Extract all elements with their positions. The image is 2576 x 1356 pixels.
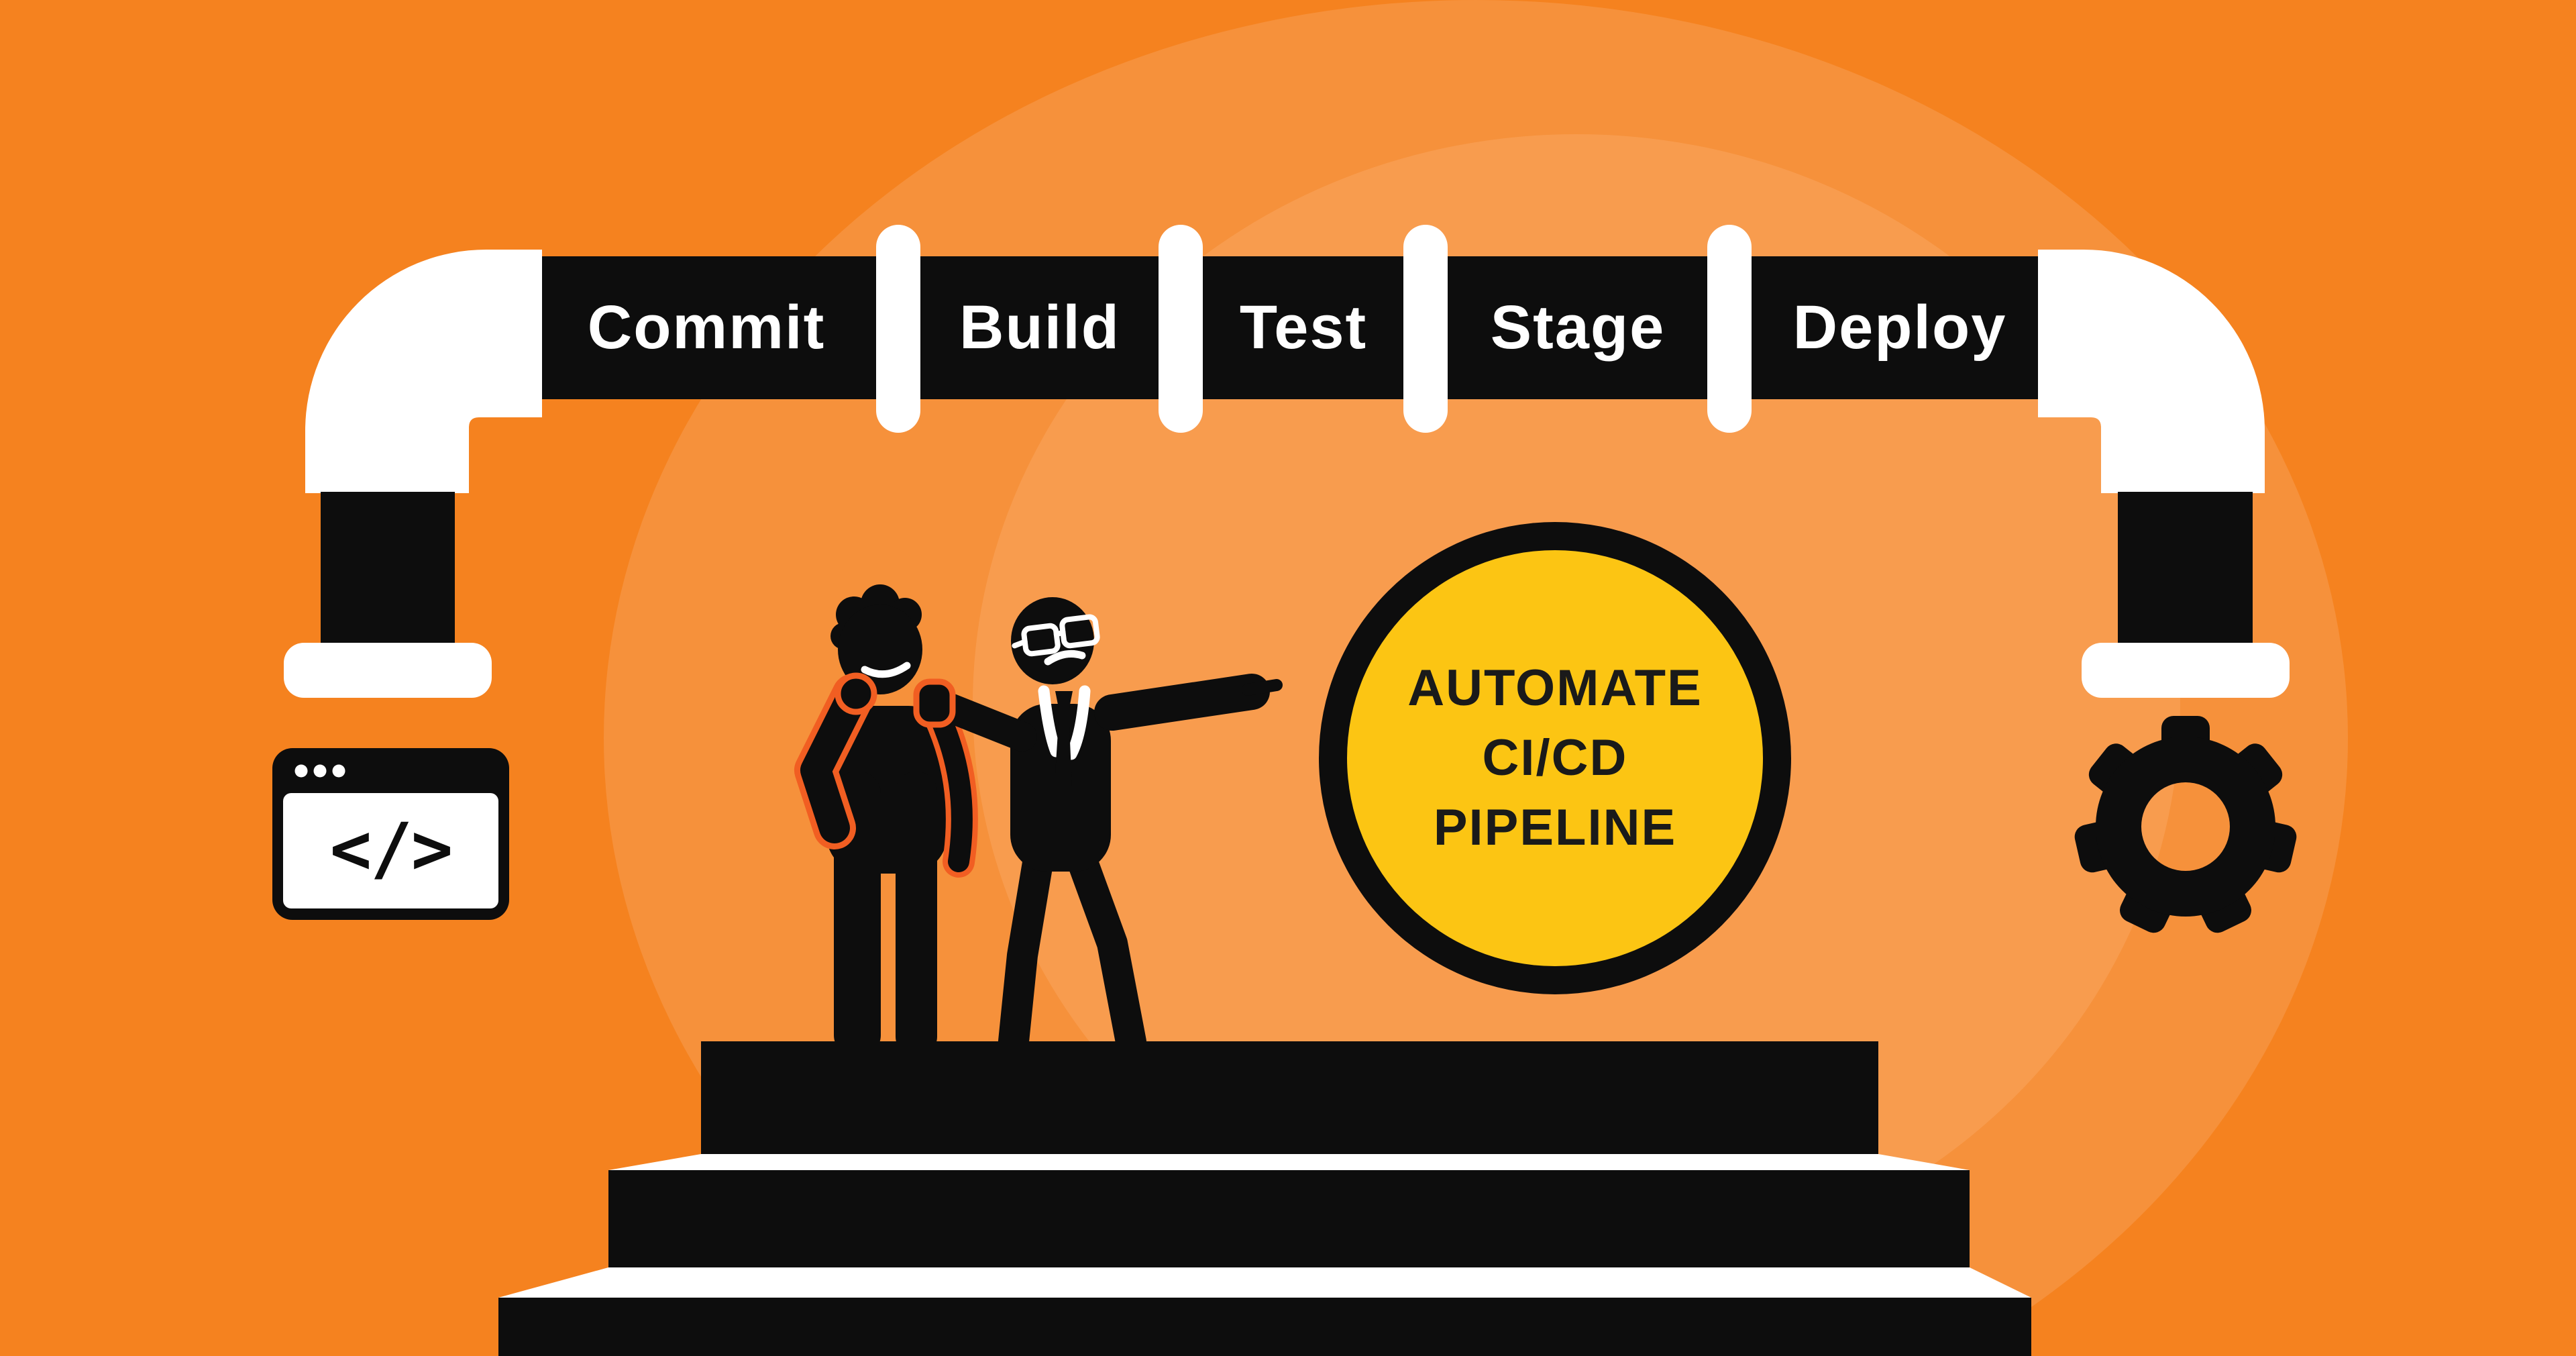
person-thinking-leg-right	[896, 772, 937, 1057]
thinking-fist	[835, 672, 877, 715]
pipe-coupling-2	[1159, 225, 1203, 433]
suit-tie	[1055, 691, 1073, 797]
tie	[928, 705, 973, 872]
window-dot	[313, 764, 327, 778]
step-middle	[608, 1170, 1970, 1267]
badge-title-line: CI/CD	[1482, 729, 1628, 786]
smile	[861, 662, 911, 678]
shoulder-fist	[913, 678, 956, 728]
pipeline-stage-test: Test	[1239, 293, 1368, 362]
pipeline-stage-deploy: Deploy	[1792, 293, 2007, 362]
pipeline-stage-commit: Commit	[587, 293, 826, 362]
step-bottom	[498, 1298, 2031, 1356]
collar-right	[1065, 685, 1091, 760]
person-pointing-leg-right	[1066, 843, 1146, 1057]
pointing-finger	[1242, 679, 1283, 696]
pipeline-stage-build: Build	[959, 293, 1120, 362]
window-dot	[332, 764, 345, 778]
badge-face	[1347, 550, 1763, 966]
step-edge-1	[608, 1154, 1970, 1170]
podium-steps	[498, 1041, 2031, 1356]
badge-title: AUTOMATE CI/CD PIPELINE	[1340, 649, 1770, 867]
pipe-coupling-1	[876, 225, 920, 433]
pipe-flange-right	[2082, 643, 2290, 698]
code-window-body	[283, 793, 498, 908]
shoulder-arm	[935, 693, 1037, 751]
badge-title-line: AUTOMATE	[1407, 660, 1703, 717]
badge-title-line: PIPELINE	[1433, 799, 1677, 856]
step-edge-2	[498, 1267, 2031, 1298]
person-thinking	[794, 584, 978, 1057]
window-dot	[294, 764, 308, 778]
person-pointing-leg-left	[998, 843, 1054, 1057]
badge-circle	[1319, 522, 1791, 994]
thinking-arm	[800, 680, 869, 843]
pipe-elbow-left	[305, 250, 542, 493]
pipe-drop-left	[321, 492, 455, 647]
pipe-coupling-3	[1403, 225, 1448, 433]
code-glyph: </>	[329, 808, 453, 890]
pipe-flange-left	[284, 643, 492, 698]
pipe-bar	[537, 256, 2043, 399]
gear-icon	[2074, 716, 2297, 933]
pointing-arm	[1094, 674, 1270, 731]
person-pointing	[913, 597, 1283, 1057]
step-top	[701, 1041, 1878, 1155]
mustache	[1044, 650, 1086, 666]
glasses-icon	[1012, 614, 1100, 657]
pipe-drop-right	[2118, 492, 2253, 647]
pipeline-pipe	[284, 225, 2290, 698]
code-window-icon	[272, 748, 509, 920]
pipe-elbow-right	[2038, 250, 2265, 493]
collar-left	[1038, 685, 1062, 758]
pipeline-stage-stage: Stage	[1490, 293, 1666, 362]
pipe-coupling-4	[1707, 225, 1752, 433]
